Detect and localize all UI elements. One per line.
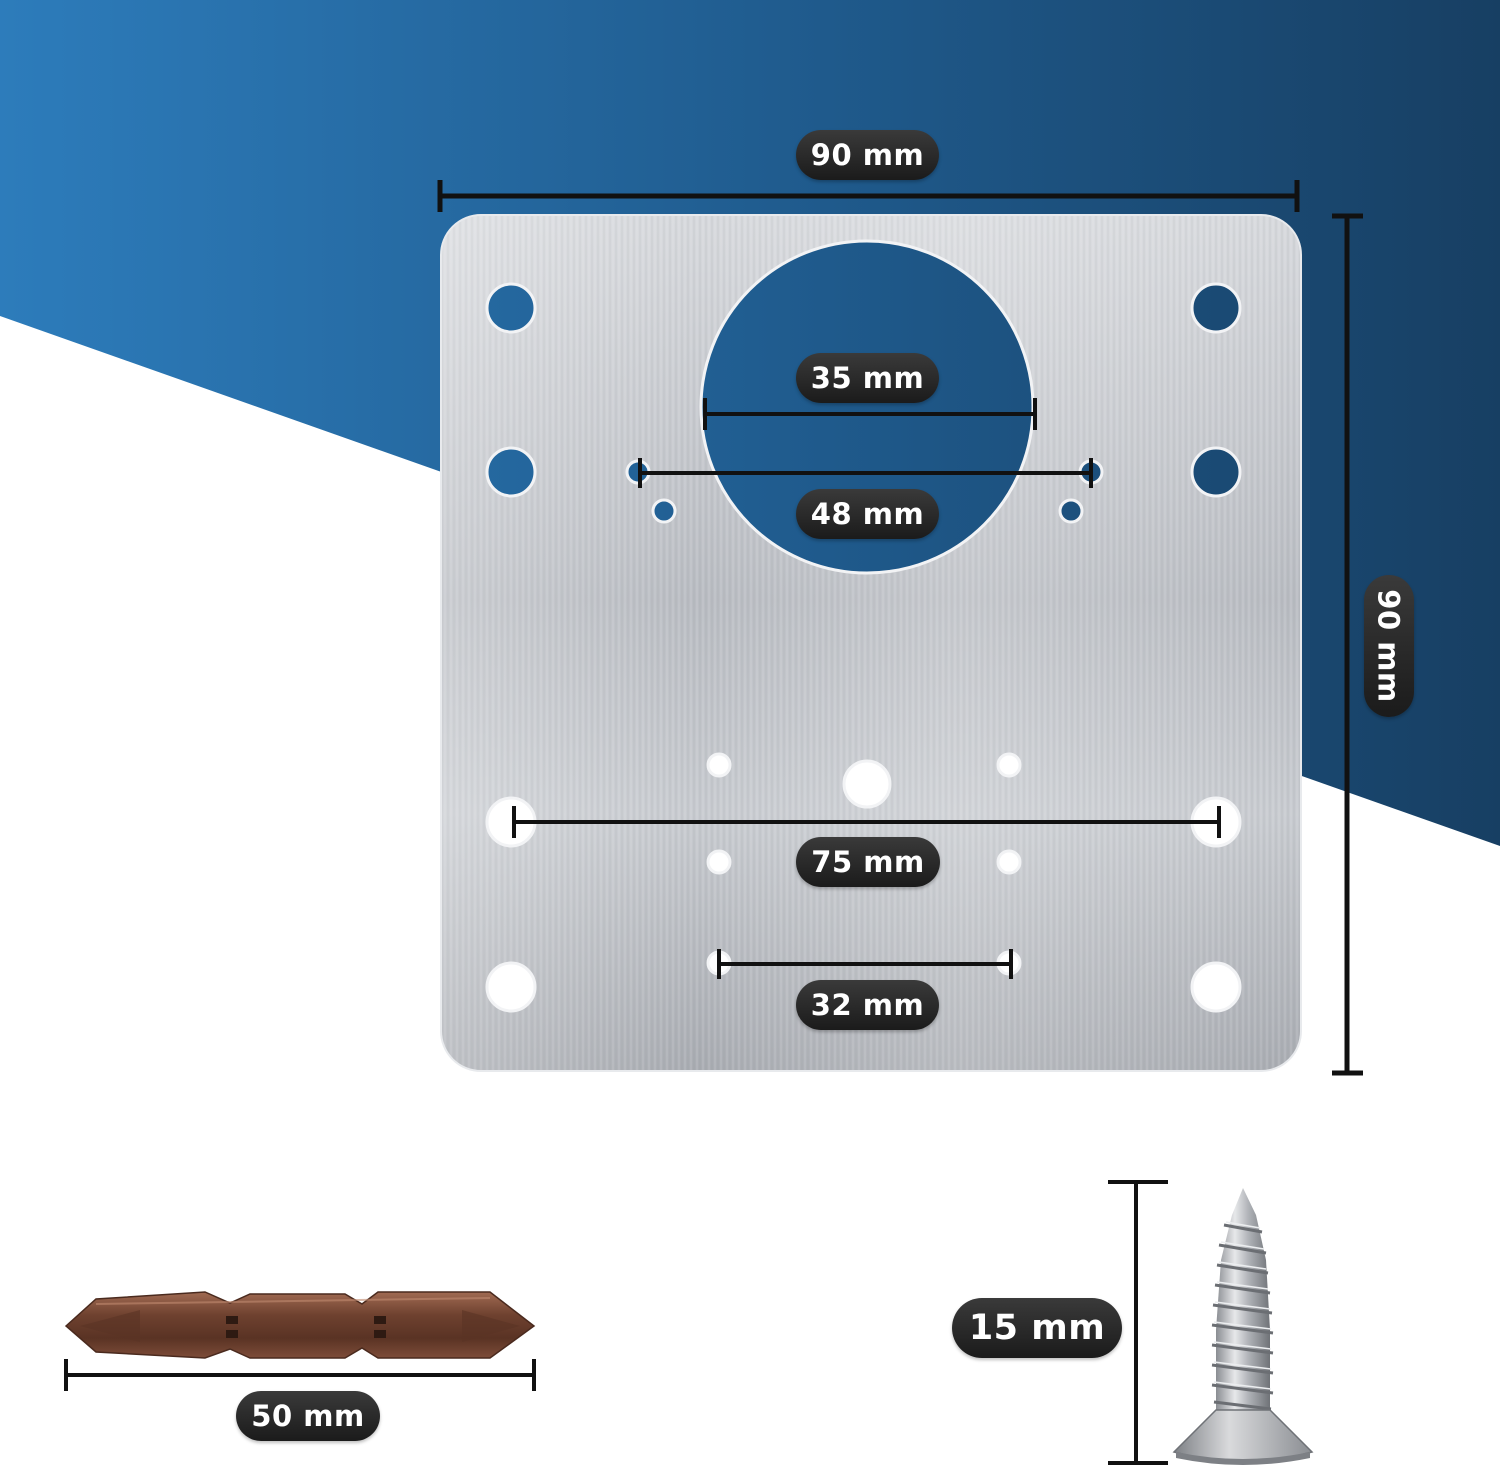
wood-screw-icon — [1172, 1188, 1314, 1465]
lower-spacing-dimension-line — [512, 806, 1221, 838]
upper-spacing-label: 48 mm — [796, 489, 939, 539]
screw-dimension-line — [1108, 1180, 1168, 1465]
bottom-spacing-dimension-line — [717, 949, 1013, 979]
plate-height-label: 90 mm — [1364, 575, 1414, 717]
bit-length-label: 50 mm — [236, 1391, 380, 1441]
bit-dimension-line — [64, 1359, 536, 1391]
upper-spacing-dimension-line — [638, 458, 1093, 488]
bottom-spacing-label: 32 mm — [796, 980, 939, 1030]
screw-length-label: 15 mm — [952, 1298, 1122, 1358]
plate-height-label-text: 90 mm — [1372, 589, 1407, 703]
top-dimension-line — [437, 180, 1300, 212]
screwdriver-bit-icon — [64, 1291, 536, 1359]
right-dimension-line — [1332, 213, 1363, 1076]
center-hole-dimension-line — [703, 398, 1037, 430]
plate-width-label: 90 mm — [796, 130, 939, 180]
lower-spacing-label: 75 mm — [796, 837, 940, 887]
center-hole-label: 35 mm — [796, 353, 939, 403]
hinge-repair-plate-icon — [440, 214, 1302, 1072]
